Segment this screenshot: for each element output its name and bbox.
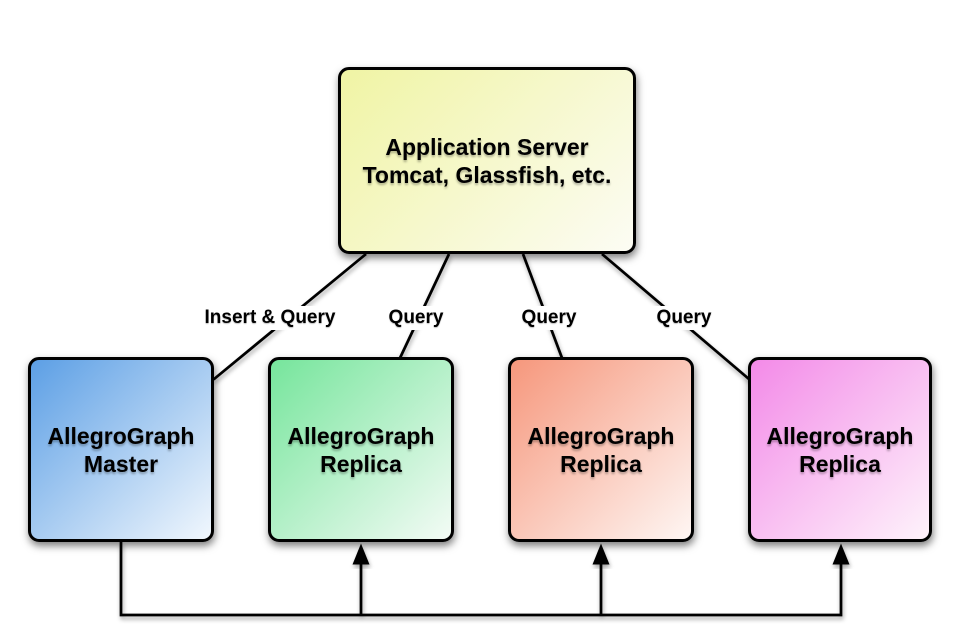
node-allegrograph-replica-2[interactable]: AllegroGraph Replica [508, 357, 694, 542]
node-allegrograph-replica-2-line2: Replica [560, 450, 642, 477]
node-allegrograph-replica-3-line2: Replica [799, 450, 881, 477]
replication-bus-line [119, 542, 843, 617]
node-allegrograph-replica-1[interactable]: AllegroGraph Replica [268, 357, 454, 542]
node-allegrograph-replica-3[interactable]: AllegroGraph Replica [748, 357, 932, 542]
replication-arrowhead-2 [592, 543, 610, 565]
edge-label-query-3: Query [651, 306, 717, 330]
node-application-server-line1: Application Server [385, 133, 589, 160]
node-allegrograph-master-line1: AllegroGraph [47, 422, 195, 449]
node-allegrograph-master-line2: Master [83, 450, 159, 477]
node-application-server[interactable]: Application Server Tomcat, Glassfish, et… [338, 67, 636, 254]
node-allegrograph-master-label: AllegroGraph Master [48, 422, 195, 478]
node-application-server-line2: Tomcat, Glassfish, etc. [362, 161, 612, 188]
node-application-server-label: Application Server Tomcat, Glassfish, et… [363, 133, 612, 189]
node-allegrograph-replica-1-line2: Replica [320, 450, 402, 477]
node-allegrograph-replica-3-label: AllegroGraph Replica [767, 422, 914, 478]
node-allegrograph-replica-3-line1: AllegroGraph [766, 422, 914, 449]
replication-arrowhead-3 [832, 543, 850, 565]
node-allegrograph-replica-2-label: AllegroGraph Replica [528, 422, 675, 478]
node-allegrograph-replica-1-line1: AllegroGraph [287, 422, 435, 449]
edge-label-insert-and-query: Insert & Query [199, 306, 341, 330]
replication-arrowhead-1 [352, 543, 370, 565]
node-allegrograph-replica-2-line1: AllegroGraph [527, 422, 675, 449]
node-allegrograph-master[interactable]: AllegroGraph Master [28, 357, 214, 542]
edge-label-query-2: Query [516, 306, 582, 330]
node-allegrograph-replica-1-label: AllegroGraph Replica [288, 422, 435, 478]
edge-label-query-1: Query [383, 306, 449, 330]
